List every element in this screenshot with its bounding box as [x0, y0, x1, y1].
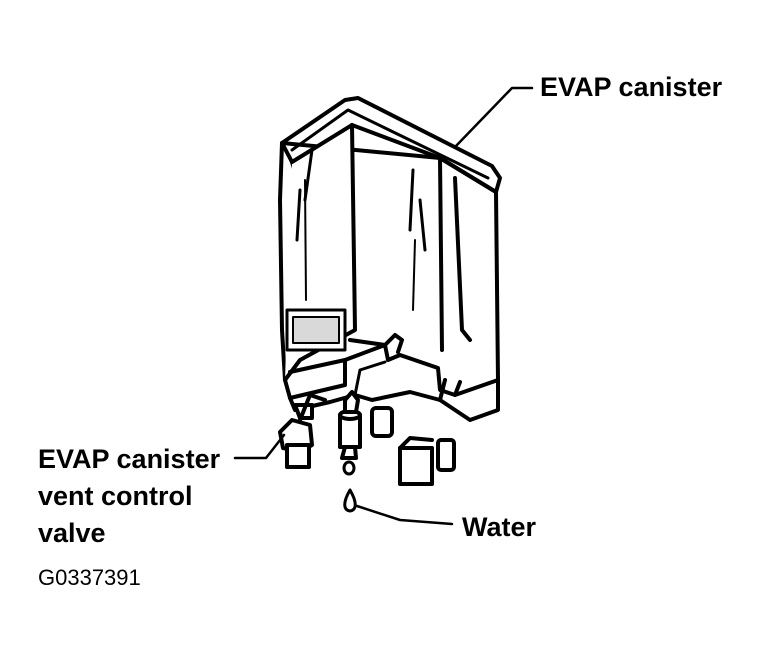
drain-fitting	[338, 390, 362, 460]
water-drop-icon	[343, 488, 357, 513]
figure-code: G0337391	[38, 565, 141, 590]
canister-body	[278, 96, 502, 422]
vent-valve-label-line-3: valve	[38, 518, 106, 548]
vent-control-valve	[278, 393, 327, 469]
water-droplet-icon	[342, 460, 356, 476]
leader-line-vent-valve	[233, 433, 286, 460]
vent-valve-label-line-1: EVAP canister	[38, 444, 221, 474]
vent-valve-label-line-2: vent control	[38, 481, 193, 511]
water-label: Water	[462, 512, 537, 542]
evap-canister-label: EVAP canister	[540, 72, 723, 102]
leader-line-evap-canister	[453, 86, 534, 149]
canister-ports	[370, 406, 456, 486]
leader-line-water	[355, 504, 454, 526]
